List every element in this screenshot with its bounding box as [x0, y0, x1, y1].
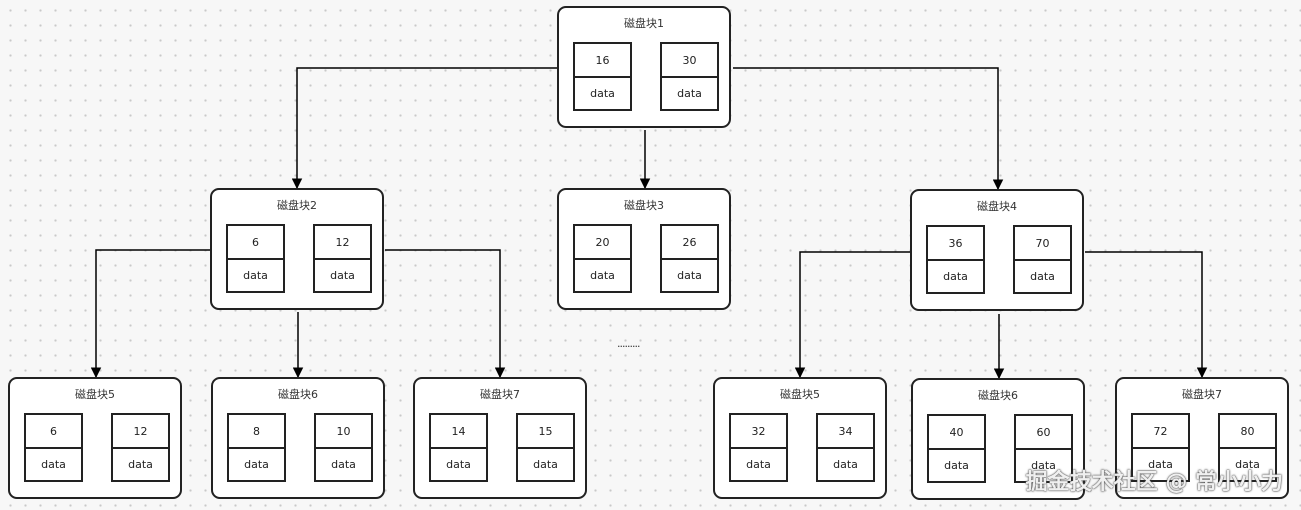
block-title: 磁盘块1: [624, 17, 664, 30]
data-label: data: [446, 458, 471, 471]
key-value: 14: [431, 415, 486, 449]
key-value: 10: [316, 415, 371, 449]
data-label: data: [1031, 459, 1056, 472]
disk-block-2: 磁盘块2 6 data 12 data: [210, 188, 384, 310]
edge-root-to-block2: [291, 67, 557, 190]
key-value: 6: [26, 415, 81, 449]
block-title: 磁盘块6: [978, 389, 1018, 402]
block-title: 磁盘块5: [780, 388, 820, 401]
block-title: 磁盘块6: [278, 388, 318, 401]
block-title: 磁盘块7: [1182, 388, 1222, 401]
key-cell: 8 data: [227, 413, 286, 482]
key-value: 6: [228, 226, 283, 260]
disk-block-leaf: 磁盘块7 72 data 80 data: [1115, 377, 1289, 499]
key-value: 40: [929, 416, 984, 450]
key-value: 36: [928, 227, 983, 261]
disk-block-leaf: 磁盘块5 32 data 34 data: [713, 377, 887, 499]
key-cell: 80 data: [1218, 413, 1277, 482]
disk-block-leaf: 磁盘块6 8 data 10 data: [211, 377, 385, 499]
ellipsis-marker: ·········: [617, 340, 641, 353]
key-value: 80: [1220, 415, 1275, 449]
disk-block-4: 磁盘块4 36 data 70 data: [910, 189, 1084, 311]
key-cell: 14 data: [429, 413, 488, 482]
key-value: 30: [662, 44, 717, 78]
data-label: data: [746, 458, 771, 471]
key-cell: 6 data: [226, 224, 285, 293]
key-cell: 30 data: [660, 42, 719, 111]
key-value: 15: [518, 415, 573, 449]
key-value: 26: [662, 226, 717, 260]
disk-block-root: 磁盘块1 16 data 30 data: [557, 6, 731, 128]
edge-block4-to-leaf5r: [794, 251, 910, 379]
disk-block-leaf: 磁盘块6 40 data 60 data: [911, 378, 1085, 500]
block-title: 磁盘块3: [624, 199, 664, 212]
key-cell: 16 data: [573, 42, 632, 111]
key-value: 60: [1016, 416, 1071, 450]
watermark-text: 掘金技术社区 @ 常小小力: [1025, 470, 1283, 495]
edge-root-to-block4: [733, 67, 1004, 191]
data-label: data: [243, 269, 268, 282]
key-value: 20: [575, 226, 630, 260]
key-cell: 34 data: [816, 413, 875, 482]
data-label: data: [41, 458, 66, 471]
key-cell: 20 data: [573, 224, 632, 293]
data-label: data: [330, 269, 355, 282]
disk-block-leaf: 磁盘块7 14 data 15 data: [413, 377, 587, 499]
key-value: 70: [1015, 227, 1070, 261]
block-title: 磁盘块5: [75, 388, 115, 401]
key-value: 32: [731, 415, 786, 449]
key-value: 16: [575, 44, 630, 78]
key-value: 34: [818, 415, 873, 449]
data-label: data: [677, 269, 702, 282]
data-label: data: [533, 458, 558, 471]
data-label: data: [1030, 270, 1055, 283]
block-title: 磁盘块4: [977, 200, 1017, 213]
key-cell: 70 data: [1013, 225, 1072, 294]
edge-block2-to-leaf5: [90, 249, 210, 379]
key-value: 72: [1133, 415, 1188, 449]
data-label: data: [590, 269, 615, 282]
data-label: data: [677, 87, 702, 100]
key-value: 8: [229, 415, 284, 449]
data-label: data: [943, 270, 968, 283]
data-label: data: [128, 458, 153, 471]
key-cell: 12 data: [111, 413, 170, 482]
key-cell: 10 data: [314, 413, 373, 482]
data-label: data: [944, 459, 969, 472]
data-label: data: [1148, 458, 1173, 471]
key-cell: 32 data: [729, 413, 788, 482]
key-cell: 36 data: [926, 225, 985, 294]
key-cell: 60 data: [1014, 414, 1073, 483]
key-cell: 26 data: [660, 224, 719, 293]
block-title: 磁盘块7: [480, 388, 520, 401]
block-title: 磁盘块2: [277, 199, 317, 212]
data-label: data: [331, 458, 356, 471]
key-value: 12: [113, 415, 168, 449]
key-value: 12: [315, 226, 370, 260]
data-label: data: [590, 87, 615, 100]
disk-block-3: 磁盘块3 20 data 26 data: [557, 188, 731, 310]
disk-block-leaf: 磁盘块5 6 data 12 data: [8, 377, 182, 499]
key-cell: 72 data: [1131, 413, 1190, 482]
edge-block2-to-leaf7: [385, 249, 506, 379]
edge-block4-to-leaf7r: [1085, 251, 1208, 379]
data-label: data: [244, 458, 269, 471]
key-cell: 40 data: [927, 414, 986, 483]
data-label: data: [833, 458, 858, 471]
key-cell: 15 data: [516, 413, 575, 482]
data-label: data: [1235, 458, 1260, 471]
key-cell: 6 data: [24, 413, 83, 482]
key-cell: 12 data: [313, 224, 372, 293]
